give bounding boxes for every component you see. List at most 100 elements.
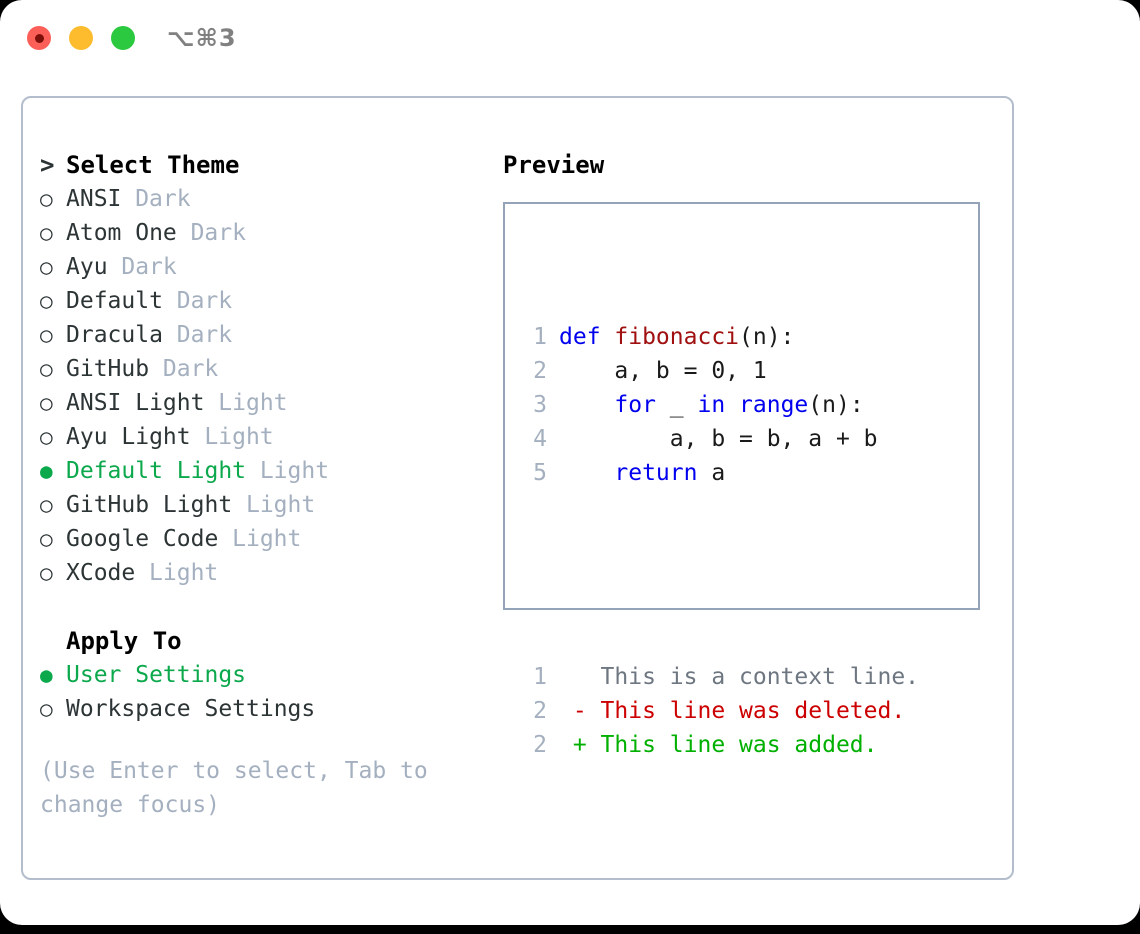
- theme-kind-tag: Dark: [190, 220, 246, 246]
- diff-line: 2 - This line was deleted.: [517, 694, 919, 728]
- apply-to-option[interactable]: ● User Settings: [40, 658, 480, 692]
- apply-to-options: ● User Settings ○ Workspace Settings: [40, 658, 480, 726]
- theme-kind-tag: Dark: [135, 186, 191, 212]
- theme-name: Default: [66, 288, 163, 314]
- radio-unselected-icon: ○: [40, 527, 53, 551]
- theme-kind-tag: Light: [218, 390, 288, 416]
- diff-line-text: This is a context line.: [559, 664, 920, 690]
- theme-list-item[interactable]: ○ Google Code Light: [40, 522, 480, 556]
- diff-line-text: - This line was deleted.: [559, 698, 906, 724]
- window-titlebar: ⌥⌘3: [0, 0, 1140, 78]
- theme-name: Ayu Light: [66, 424, 191, 450]
- theme-name: Default Light: [66, 458, 247, 484]
- maximize-button[interactable]: [111, 26, 135, 50]
- code-token: _: [655, 392, 698, 418]
- radio-unselected-icon: ○: [40, 357, 53, 381]
- code-token: [725, 392, 739, 418]
- theme-name: ANSI Light: [66, 390, 205, 416]
- code-blank-line: [517, 558, 919, 592]
- theme-kind-tag: Dark: [121, 254, 177, 280]
- code-token: def: [559, 324, 615, 350]
- theme-name: GitHub Light: [66, 492, 233, 518]
- select-theme-header: > Select Theme: [40, 148, 480, 182]
- theme-list-item[interactable]: ○ ANSI Light Light: [40, 386, 480, 420]
- code-line-text: def fibonacci(n):: [559, 320, 794, 354]
- apply-to-header: Apply To: [40, 624, 480, 658]
- code-line: 1 def fibonacci(n):: [517, 320, 919, 354]
- theme-kind-tag: Dark: [176, 288, 233, 314]
- code-line-number: 5: [533, 460, 547, 486]
- code-line-text: a, b = 0, 1: [559, 354, 767, 388]
- code-token: fibonacci: [614, 324, 740, 350]
- preview-heading: Preview: [503, 151, 605, 179]
- theme-name: Google Code: [66, 526, 219, 552]
- theme-list-item[interactable]: ○ Ayu Light Light: [40, 420, 480, 454]
- radio-unselected-icon: ○: [40, 391, 53, 415]
- minimize-button[interactable]: [69, 26, 93, 50]
- window-title: ⌥⌘3: [167, 24, 237, 52]
- diff-line: 1 This is a context line.: [517, 660, 919, 694]
- code-line: 5 return a: [517, 456, 919, 490]
- apply-to-option[interactable]: ○ Workspace Settings: [40, 692, 480, 726]
- theme-list-item[interactable]: ○ Ayu Dark: [40, 250, 480, 284]
- code-token: a, b = 0, 1: [559, 358, 767, 384]
- diff-line-text: + This line was added.: [559, 732, 878, 758]
- code-line-number: 1: [533, 324, 547, 350]
- radio-unselected-icon: ○: [40, 697, 53, 721]
- code-token: [559, 460, 614, 486]
- code-token: (n):: [739, 324, 795, 350]
- theme-kind-tag: Light: [245, 492, 316, 518]
- code-token: for: [614, 392, 656, 418]
- code-token: return: [614, 460, 698, 486]
- radio-unselected-icon: ○: [40, 221, 53, 245]
- theme-kind-tag: Dark: [162, 356, 219, 382]
- code-token: in: [697, 392, 726, 418]
- code-token: a, b = b, a + b: [559, 426, 878, 452]
- code-token: (n):: [808, 392, 864, 418]
- radio-unselected-icon: ○: [40, 425, 53, 449]
- radio-selected-icon: ●: [40, 459, 53, 483]
- code-line: 4 a, b = b, a + b: [517, 422, 919, 456]
- theme-kind-tag: Light: [204, 424, 274, 450]
- apply-to-title: Apply To: [66, 627, 182, 655]
- radio-unselected-icon: ○: [40, 493, 53, 517]
- theme-list-item[interactable]: ○ GitHub Light Light: [40, 488, 480, 522]
- apply-to-option-label: User Settings: [66, 662, 247, 688]
- theme-list-item[interactable]: ○ Default Dark: [40, 284, 480, 318]
- radio-unselected-icon: ○: [40, 323, 53, 347]
- code-line-number: 2: [533, 358, 547, 384]
- apply-to-option-label: Workspace Settings: [66, 696, 316, 722]
- theme-name: ANSI: [66, 186, 122, 212]
- close-button[interactable]: [27, 26, 51, 50]
- code-line-text: for _ in range(n):: [559, 388, 864, 422]
- radio-unselected-icon: ○: [40, 289, 53, 313]
- code-line: 3 for _ in range(n):: [517, 388, 919, 422]
- radio-selected-icon: ●: [40, 663, 53, 687]
- code-token: range: [739, 392, 809, 418]
- theme-name: Ayu: [66, 254, 108, 280]
- theme-list-item[interactable]: ○ Dracula Dark: [40, 318, 480, 352]
- theme-name: Dracula: [66, 322, 163, 348]
- diff-line: 2 + This line was added.: [517, 728, 919, 762]
- code-line: 2 a, b = 0, 1: [517, 354, 919, 388]
- select-theme-header-label: Select Theme: [66, 151, 240, 179]
- diff-line-number: 1: [533, 664, 547, 690]
- radio-unselected-icon: ○: [40, 255, 53, 279]
- radio-unselected-icon: ○: [40, 561, 53, 585]
- code-token: a: [697, 460, 726, 486]
- theme-kind-tag: Dark: [176, 322, 233, 348]
- diff-line-number: 2: [533, 698, 547, 724]
- theme-name: XCode: [66, 560, 136, 586]
- code-line-text: return a: [559, 456, 725, 490]
- theme-kind-tag: Light: [232, 526, 302, 552]
